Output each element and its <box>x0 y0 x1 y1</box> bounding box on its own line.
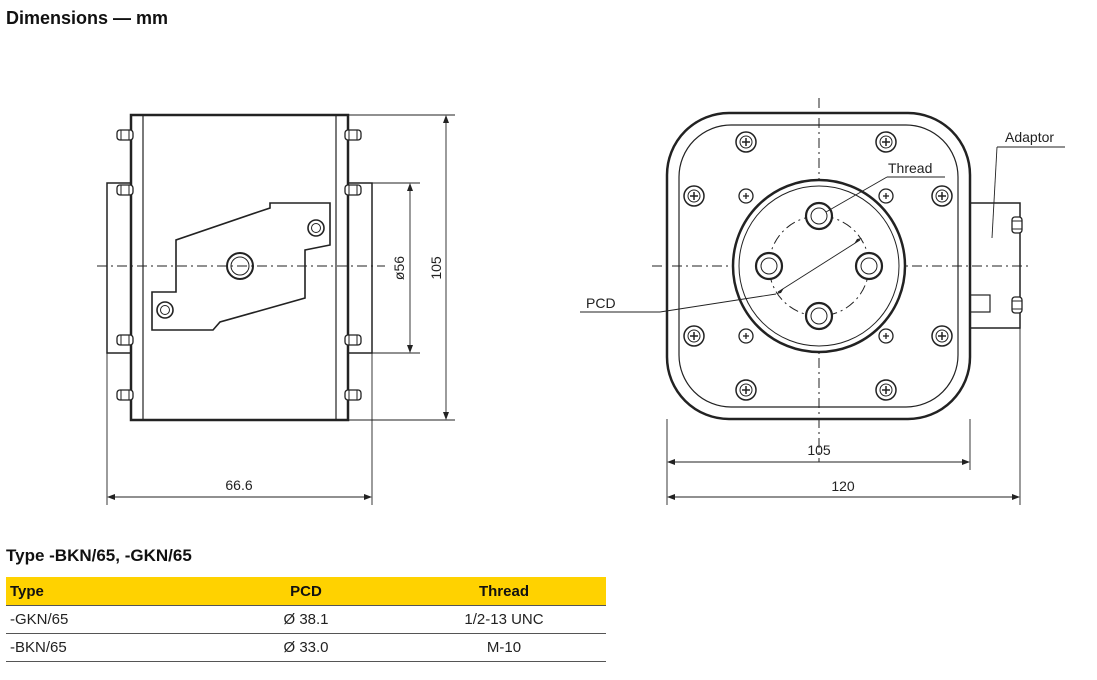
side-view <box>97 113 455 505</box>
front-inner-width-dim: 105 <box>807 442 831 458</box>
pcd-label: PCD <box>586 295 616 311</box>
table-row: -GKN/65 Ø 38.1 1/2-13 UNC <box>6 605 606 634</box>
column-header-thread: Thread <box>402 577 606 606</box>
cell-thread: 1/2-13 UNC <box>402 605 606 634</box>
spec-table: Type PCD Thread -GKN/65 Ø 38.1 1/2-13 UN… <box>6 577 606 662</box>
cell-type: -BKN/65 <box>6 633 210 662</box>
technical-drawing: ø56 105 66.6 <box>97 98 1065 505</box>
column-header-type: Type <box>6 577 210 606</box>
cell-type: -GKN/65 <box>6 605 210 634</box>
table-header-row: Type PCD Thread <box>6 577 606 606</box>
front-overall-width-dim: 120 <box>831 478 855 494</box>
side-height-dim: 105 <box>428 256 444 280</box>
front-view <box>580 98 1065 505</box>
thread-label: Thread <box>888 160 932 176</box>
cell-thread: M-10 <box>402 633 606 662</box>
cell-pcd: Ø 33.0 <box>210 633 402 662</box>
table-title: Type -BKN/65, -GKN/65 <box>6 546 192 565</box>
cell-pcd: Ø 38.1 <box>210 605 402 634</box>
side-width-dim: 66.6 <box>225 477 252 493</box>
adaptor-label: Adaptor <box>1005 129 1054 145</box>
side-diameter-dim: ø56 <box>391 256 407 280</box>
table-row: -BKN/65 Ø 33.0 M-10 <box>6 633 606 662</box>
column-header-pcd: PCD <box>210 577 402 606</box>
page-title: Dimensions — mm <box>6 8 169 28</box>
